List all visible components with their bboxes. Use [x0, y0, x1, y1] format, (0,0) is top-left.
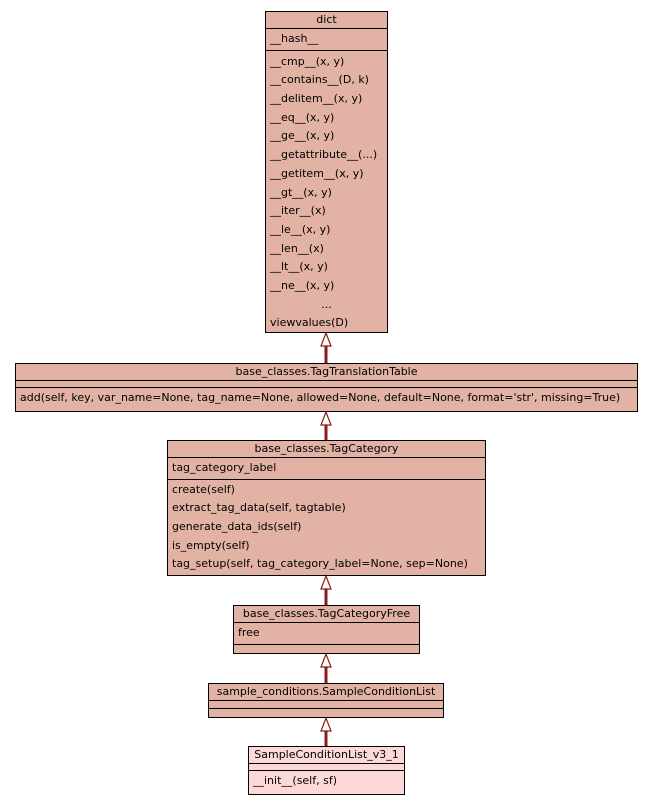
method: add(self, key, var_name=None, tag_name=N…: [20, 391, 621, 404]
attributes-section: [16, 381, 637, 388]
class-tag-translation-table[interactable]: base_classes.TagTranslationTable add(sel…: [15, 363, 638, 412]
attributes-section: [249, 764, 404, 771]
attributes-section: free: [234, 623, 419, 645]
class-name: base_classes.TagTranslationTable: [16, 364, 637, 381]
inherit-arrowhead: [320, 574, 332, 590]
inherit-arrowhead: [320, 652, 332, 668]
attributes-section: __hash__: [266, 29, 387, 51]
methods-section: [209, 709, 443, 716]
inherit-arrowhead: [320, 716, 332, 732]
class-name: base_classes.TagCategoryFree: [234, 606, 419, 623]
method: __cmp__(x, y): [270, 54, 345, 68]
method: __iter__(x): [270, 204, 326, 218]
class-tag-category-free[interactable]: base_classes.TagCategoryFree free: [233, 605, 420, 654]
attributes-section: tag_category_label: [168, 458, 485, 480]
class-name: SampleConditionList_v3_1: [249, 747, 404, 764]
methods-section: create(self) extract_tag_data(self, tagt…: [168, 480, 485, 574]
method: __getattribute__(...): [270, 148, 378, 162]
method: tag_setup(self, tag_category_label=None,…: [172, 557, 468, 571]
method: __delitem__(x, y): [270, 92, 363, 106]
attribute: free: [238, 626, 260, 639]
method: __eq__(x, y): [270, 110, 335, 124]
attribute: tag_category_label: [172, 461, 277, 474]
class-sample-condition-list-v3-1[interactable]: SampleConditionList_v3_1 __init__(self, …: [248, 746, 405, 795]
method: __lt__(x, y): [270, 260, 328, 274]
method-ellipsis: ...: [321, 297, 332, 311]
method: __gt__(x, y): [270, 185, 332, 199]
attributes-section: [209, 701, 443, 709]
method: create(self): [172, 482, 235, 496]
inherit-arrowhead: [320, 331, 332, 347]
method: __getitem__(x, y): [270, 166, 364, 180]
method: __ne__(x, y): [270, 278, 335, 292]
method: generate_data_ids(self): [172, 520, 302, 534]
class-name: sample_conditions.SampleConditionList: [209, 684, 443, 701]
methods-section: __init__(self, sf): [249, 771, 404, 792]
class-tag-category[interactable]: base_classes.TagCategory tag_category_la…: [167, 440, 486, 576]
method: extract_tag_data(self, tagtable): [172, 501, 346, 515]
class-dict[interactable]: dict __hash__ __cmp__(x, y) __contains__…: [265, 11, 388, 333]
method: __le__(x, y): [270, 222, 331, 236]
method: __len__(x): [270, 241, 324, 255]
methods-section: [234, 645, 419, 651]
method: viewvalues(D): [270, 316, 349, 330]
class-name: dict: [266, 12, 387, 29]
attribute: __hash__: [270, 32, 319, 45]
class-sample-condition-list[interactable]: sample_conditions.SampleConditionList: [208, 683, 444, 718]
inherit-arrowhead: [320, 410, 332, 426]
method: __ge__(x, y): [270, 129, 335, 143]
method: __contains__(D, k): [270, 73, 369, 87]
methods-section: __cmp__(x, y) __contains__(D, k) __delit…: [266, 51, 387, 335]
methods-section: add(self, key, var_name=None, tag_name=N…: [16, 388, 637, 409]
class-name: base_classes.TagCategory: [168, 441, 485, 458]
method: __init__(self, sf): [253, 774, 338, 787]
method: is_empty(self): [172, 538, 250, 552]
